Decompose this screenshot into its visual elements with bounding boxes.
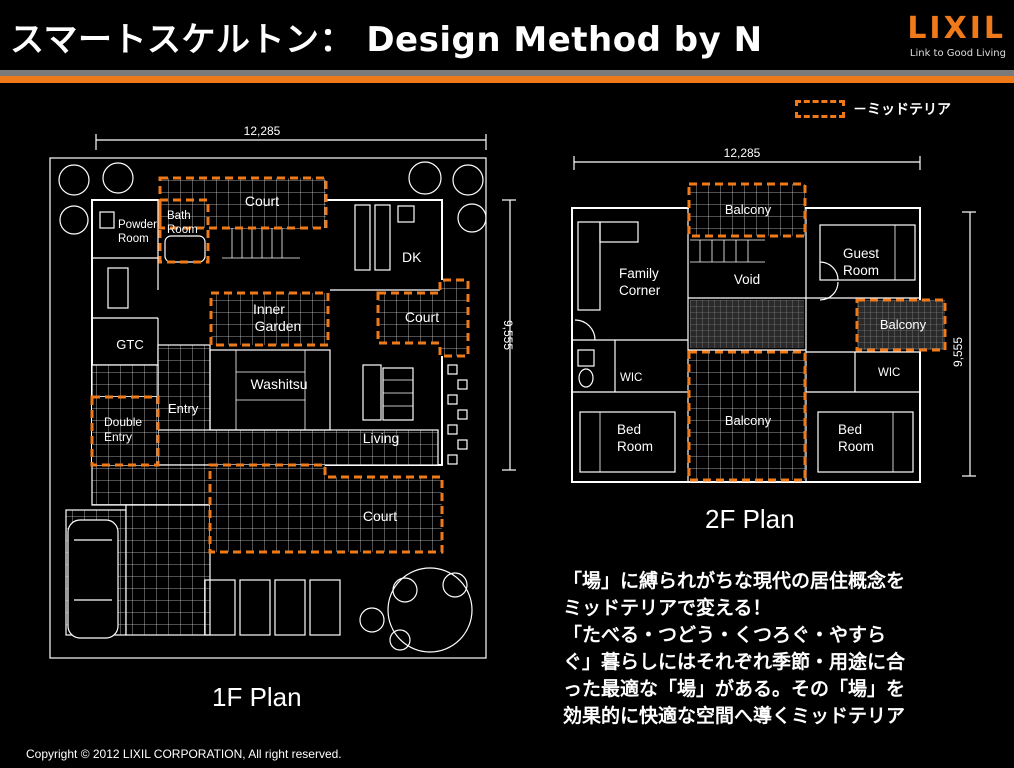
- description-line: った最適な「場」がある。その「場」を: [563, 678, 906, 700]
- plan-1f-dim-depth: 9,555: [501, 320, 515, 350]
- header-rule-gray: [0, 70, 1014, 76]
- label-double-entry-2: Entry: [104, 430, 132, 444]
- label-balcony-right: Balcony: [880, 317, 927, 332]
- plan-1f-dim-width: 12,285: [244, 124, 281, 138]
- label-void: Void: [734, 272, 760, 287]
- label-powder-room-2: Room: [118, 233, 149, 245]
- description-line: 「たべる・つどう・くつろぐ・やすら: [563, 624, 887, 646]
- label-court-bottom: Court: [363, 508, 397, 524]
- label-gtc: GTC: [116, 337, 143, 352]
- label-entry: Entry: [168, 401, 199, 416]
- plan-2f-midterior-areas: [687, 182, 947, 482]
- label-dk: DK: [402, 249, 422, 265]
- label-court-top: Court: [245, 193, 279, 209]
- logo-tagline: Link to Good Living: [909, 48, 1006, 59]
- logo-word: LIXIL: [907, 11, 1006, 46]
- label-double-entry-1: Double: [104, 415, 142, 429]
- label-bath-room-2: Room: [167, 224, 198, 236]
- copyright: Copyright © 2012 LIXIL CORPORATION, All …: [26, 747, 342, 761]
- label-bed-room-right-1: Bed: [838, 422, 862, 437]
- label-balcony-top: Balcony: [725, 202, 772, 217]
- legend: －ミッドテリア: [795, 99, 951, 119]
- plan-1f-labels: 12,285 9,555 Powder Room Bath Room Court…: [104, 124, 515, 524]
- plan-1f-midterior-areas: [90, 176, 470, 554]
- label-balcony-center: Balcony: [725, 413, 772, 428]
- label-bed-room-left-2: Room: [617, 439, 653, 454]
- lixil-logo: LIXIL Link to Good Living: [907, 11, 1006, 60]
- description-line: ミッドテリアで変える！: [563, 597, 772, 619]
- description-line: ぐ」暮らしにはそれぞれ季節・用途に合: [563, 651, 906, 673]
- plan-2f-dim-width: 12,285: [724, 146, 761, 160]
- label-inner-garden-1: Inner: [253, 301, 285, 317]
- legend-swatch: [795, 100, 845, 118]
- plan-2f-label: 2F Plan: [705, 504, 795, 534]
- label-wic-right: WIC: [878, 367, 900, 379]
- description-line: 効果的に快適な空間へ導くミッドテリア: [563, 705, 906, 727]
- label-court-right: Court: [405, 309, 439, 325]
- description-text: 「場」に縛られがちな現代の居住概念を ミッドテリアで変える！ 「たべる・つどう・…: [563, 568, 993, 730]
- label-inner-garden-2: Garden: [255, 318, 302, 334]
- label-washitsu: Washitsu: [250, 376, 307, 392]
- title-bar: スマートスケルトン： Design Method by N LIXIL Link…: [0, 0, 1014, 70]
- label-powder-room-1: Powder: [118, 219, 157, 231]
- label-family-corner-2: Corner: [619, 283, 661, 298]
- label-living: Living: [363, 430, 400, 446]
- description-line: 「場」に縛られがちな現代の居住概念を: [563, 570, 906, 592]
- floor-plans-drawing: 12,285 9,555 Powder Room Bath Room Court…: [49, 124, 976, 659]
- plan-2f-dim-depth: 9,555: [951, 337, 965, 367]
- label-guest-room-2: Room: [843, 263, 879, 278]
- label-wic-left: WIC: [620, 372, 642, 384]
- plan-2f-labels: 12,285 9,555 Balcony Family Corner Void …: [617, 146, 965, 454]
- label-bed-room-right-2: Room: [838, 439, 874, 454]
- label-family-corner-1: Family: [619, 266, 659, 281]
- label-bed-room-left-1: Bed: [617, 422, 641, 437]
- header-rule-orange: [0, 76, 1014, 83]
- slide-title: スマートスケルトン： Design Method by N: [10, 20, 763, 60]
- label-guest-room-1: Guest: [843, 246, 879, 261]
- label-bath-room-1: Bath: [167, 210, 191, 222]
- legend-label: －ミッドテリア: [853, 102, 951, 118]
- plan-1f-label: 1F Plan: [212, 682, 302, 712]
